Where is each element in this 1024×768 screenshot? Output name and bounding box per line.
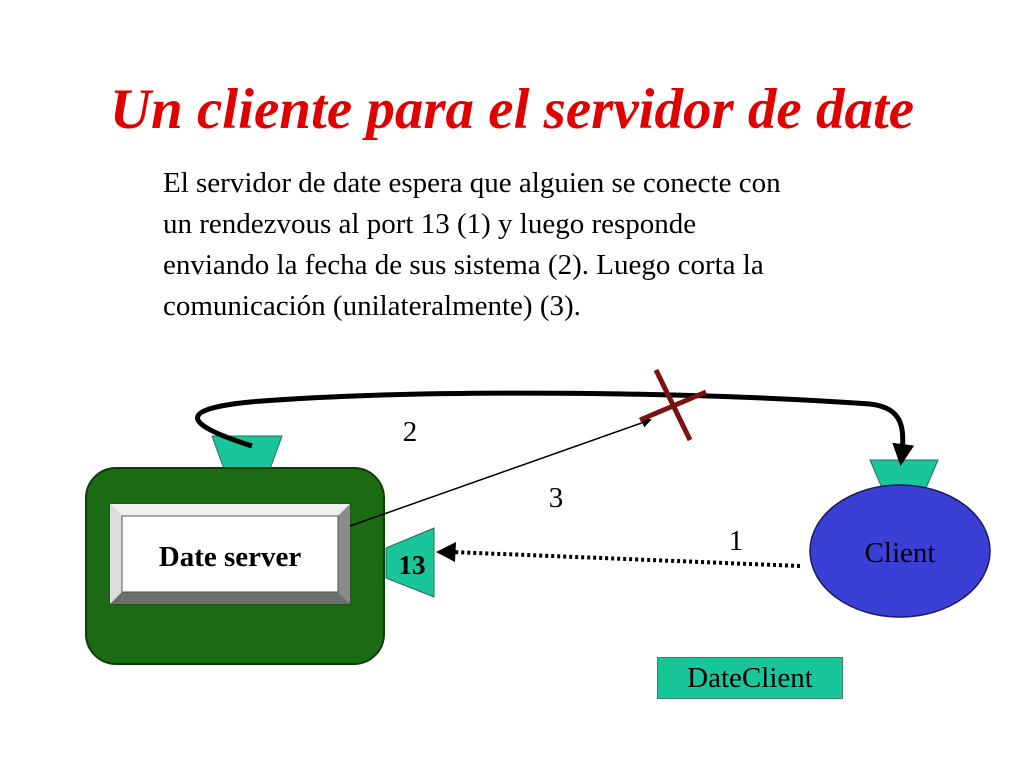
description-line: El servidor de date espera que alguien s… [163,167,781,199]
description-line: un rendezvous al port 13 (1) y luego res… [163,208,697,240]
server-top-socket [211,435,283,470]
description-line: enviando la fecha de sus sistema (2). Lu… [163,249,764,281]
client-socket [869,459,939,489]
step-1-label: 1 [729,525,744,557]
port-13-socket [385,527,435,598]
connect-dotted-line [451,550,801,568]
cut-mark-stroke-2 [639,389,707,423]
dateclient-label: DateClient [687,662,813,694]
server-bevel-left [110,504,122,604]
description-line: comunicación (unilateralmente) (3). [163,290,581,322]
description-text: El servidor de date espera que alguien s… [163,163,923,327]
slide-title: Un cliente para el servidor de date [109,78,915,141]
server-bevel-top [110,504,350,516]
step-3-label: 3 [549,482,564,514]
client-label: Client [865,537,936,569]
server-bevel-bottom [110,592,350,604]
dateclient-label-box: DateClient [657,657,843,699]
step-2-label: 2 [403,416,418,448]
client-node [809,484,991,618]
server-bevel-right [338,504,350,604]
close-connection-line [349,417,652,527]
connect-arrowhead [436,542,456,562]
response-curve [195,390,915,466]
port-13-label: 13 [399,550,426,580]
server-label-box [121,515,339,593]
server-label: Date server [159,541,302,573]
